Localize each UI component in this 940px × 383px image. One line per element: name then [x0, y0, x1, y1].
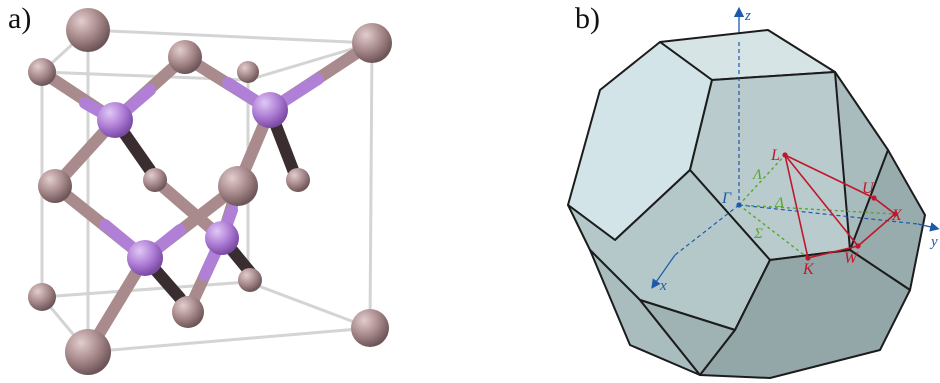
pink-atom [286, 168, 310, 192]
labels: z x y Γ L U X K W Λ Δ Σ [659, 8, 938, 294]
x-axis [651, 204, 740, 289]
pink-atom [28, 283, 56, 311]
sigma-label: Σ [753, 226, 763, 242]
delta-label: Δ [774, 195, 784, 211]
gamma-label: Γ [721, 190, 732, 207]
x-point-label: X [891, 207, 903, 224]
u-point [871, 195, 877, 201]
x-point [892, 211, 898, 217]
pink-atom [237, 61, 259, 83]
purple-atom [252, 92, 288, 128]
gamma-point [736, 202, 742, 208]
l-label: L [770, 147, 780, 164]
u-label: U [862, 180, 875, 197]
pink-atom [28, 58, 56, 86]
k-point [805, 255, 811, 261]
bz-face-right [834, 71, 916, 251]
y-axis [738, 204, 940, 232]
pink-atom [168, 40, 202, 74]
purple-atom [127, 240, 163, 276]
truncated-octahedron [567, 29, 926, 379]
pink-atom [172, 296, 204, 328]
pink-atom [65, 329, 111, 375]
z-axis-label: z [744, 8, 751, 24]
pink-atom [218, 166, 258, 206]
x-axis-label: x [659, 278, 667, 294]
pink-atom [38, 169, 72, 203]
crystal-structure-diagram [28, 8, 392, 375]
red-paths [784, 154, 896, 259]
bz-face-left [567, 41, 713, 241]
pink-atom [238, 268, 262, 292]
l-point [782, 152, 788, 158]
purple-atom [205, 221, 239, 255]
lambda-label: Λ [751, 167, 762, 183]
pink-atom [66, 8, 110, 52]
bz-face-right-lower [849, 149, 926, 291]
bonds [36, 37, 378, 358]
w-point [855, 243, 861, 249]
purple-atom [97, 102, 133, 138]
bz-face-front [689, 71, 889, 261]
panel-a-label: a) [8, 2, 32, 35]
green-paths [738, 154, 896, 259]
bz-face-top [659, 29, 836, 81]
panel-b-label: b) [575, 2, 600, 35]
bz-face-bottom-front [699, 249, 911, 379]
w-label: W [844, 250, 859, 267]
atoms [28, 8, 392, 375]
points [736, 152, 898, 261]
bz-face-bottom-left [589, 249, 701, 376]
y-axis-label: y [929, 234, 938, 250]
pink-atom [143, 168, 167, 192]
bz-face-bottom [639, 299, 736, 376]
pink-atom [352, 23, 392, 63]
pink-atom [351, 309, 389, 347]
bz-face-lower-left [567, 169, 771, 331]
k-label: K [802, 261, 815, 278]
